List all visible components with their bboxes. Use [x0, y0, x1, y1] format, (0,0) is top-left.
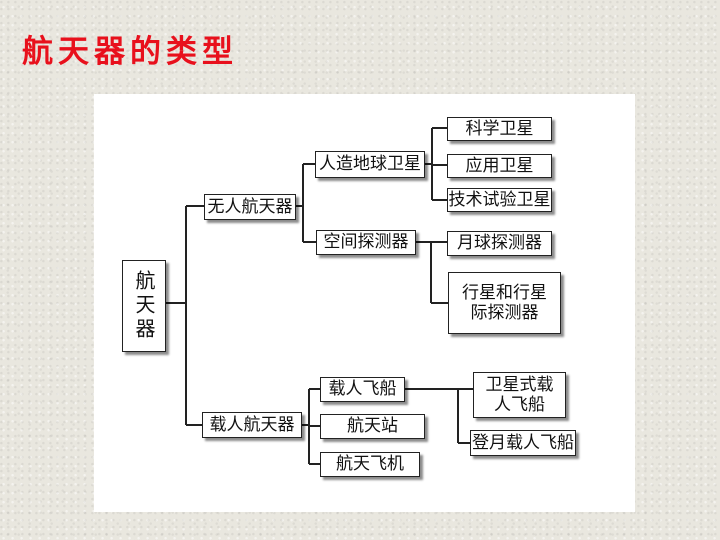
node-artificial-satellite: 人造地球卫星	[315, 151, 425, 178]
node-space-station: 航天站	[320, 414, 425, 439]
node-manned-spacecraft: 载人航天器	[202, 412, 302, 438]
node-satellite-spaceship: 卫星式载人飞船	[473, 372, 566, 418]
node-science-satellite: 科学卫星	[447, 117, 552, 141]
page-title: 航天器的类型	[22, 34, 238, 70]
node-unmanned-spacecraft: 无人航天器	[204, 194, 296, 220]
node-application-satellite: 应用卫星	[447, 154, 552, 178]
node-manned-spaceship: 载人飞船	[320, 377, 405, 402]
node-lunar-probe: 月球探测器	[447, 231, 552, 256]
node-space-shuttle: 航天飞机	[320, 452, 420, 477]
node-lunar-landing-spaceship: 登月载人飞船	[470, 430, 576, 456]
node-space-probe: 空间探测器	[316, 230, 416, 255]
node-planetary-probe: 行星和行星际探测器	[448, 272, 561, 334]
node-spacecraft: 航天器	[122, 260, 166, 352]
node-test-satellite: 技术试验卫星	[447, 188, 552, 212]
